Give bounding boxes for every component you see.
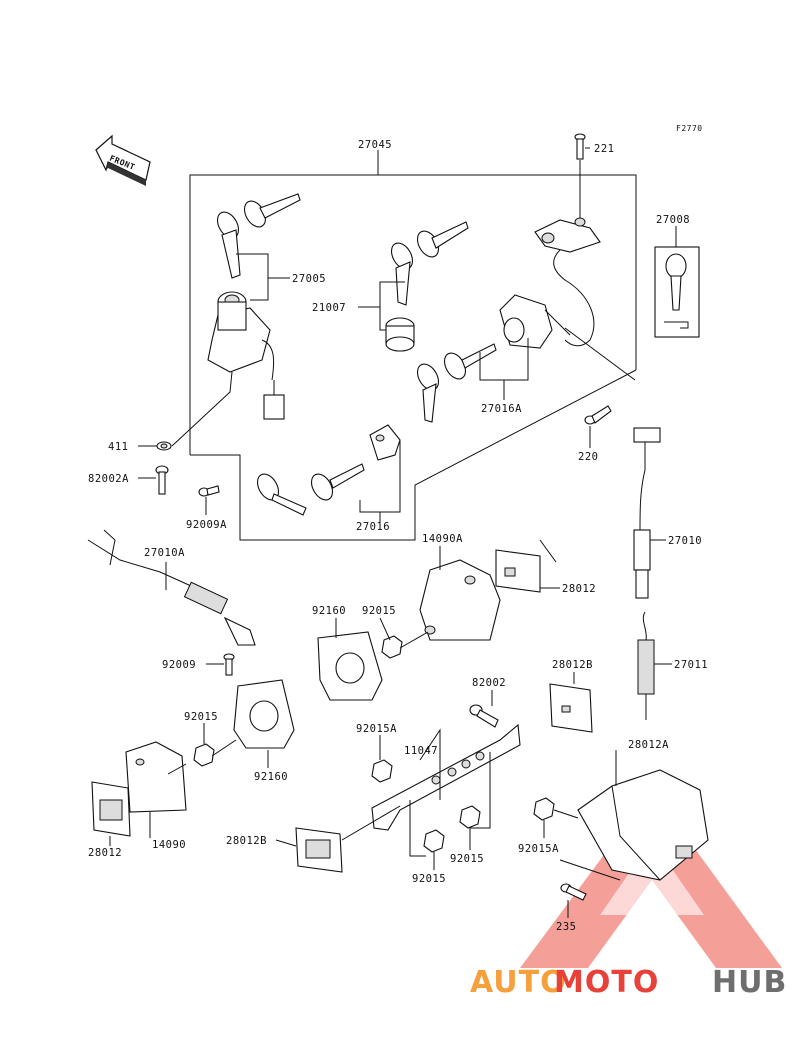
screw-221-icon	[574, 133, 586, 160]
watermark: AUTO MOTO HUB	[470, 965, 787, 1000]
label-92009: 92009	[162, 659, 196, 671]
screw-220-icon	[584, 405, 612, 425]
nut-92015a-right-icon	[533, 797, 555, 821]
label-14090A: 14090A	[422, 533, 463, 545]
label-27045: 27045	[358, 139, 392, 151]
nut-92015a-left-icon	[371, 759, 393, 783]
label-28012-bottom: 28012	[88, 847, 122, 859]
switch-27010-icon	[633, 427, 661, 599]
label-92015A-left: 92015A	[356, 723, 397, 735]
bolt-82002-icon	[469, 704, 499, 728]
bracket-14090-icon	[125, 741, 187, 813]
spring-27011-icon	[637, 611, 655, 720]
label-221: 221	[594, 143, 614, 155]
screw-235-icon	[560, 883, 587, 901]
label-82002A: 82002A	[88, 473, 129, 485]
label-411: 411	[108, 441, 128, 453]
leader-lines	[109, 147, 677, 918]
cable-27010a-icon	[87, 529, 256, 646]
label-82002: 82002	[472, 677, 506, 689]
screw-92009-icon	[223, 653, 235, 676]
label-92015-bottom: 92015	[412, 873, 446, 885]
key-27016-icon	[256, 424, 401, 516]
label-27010A: 27010A	[144, 547, 185, 559]
damper-92160-b-icon	[233, 679, 295, 749]
key-27005-icon	[216, 193, 301, 279]
watermark-text-moto: MOTO	[554, 965, 659, 1000]
label-92015A-right: 92015A	[518, 843, 559, 855]
label-92160-top: 92160	[312, 605, 346, 617]
watermark-text-hub: HUB	[712, 965, 787, 1000]
label-220: 220	[578, 451, 598, 463]
washer-411-icon	[156, 441, 172, 451]
nut-92015-c-icon	[423, 829, 445, 853]
nut-92015-icon	[381, 635, 403, 659]
part-labels: 27045 221 27008 27005 21007 27016A 411 8…	[88, 139, 708, 933]
screw-82002a-icon	[155, 465, 169, 495]
pad-28012b-top-icon	[549, 683, 593, 733]
nut-92015-d-icon	[459, 805, 481, 829]
ignition-switch-icon	[207, 291, 285, 420]
label-92015-mid: 92015	[450, 853, 484, 865]
label-92160-bottom: 92160	[254, 771, 288, 783]
label-92015-top: 92015	[362, 605, 396, 617]
label-21007: 21007	[312, 302, 346, 314]
damper-92160-icon	[317, 631, 383, 701]
key-27016a-icon	[416, 343, 497, 423]
assembly-frame	[189, 150, 637, 541]
bracket-14090a-icon	[419, 559, 501, 641]
label-27010: 27010	[668, 535, 702, 547]
label-27008: 27008	[656, 214, 690, 226]
label-28012A: 28012A	[628, 739, 669, 751]
label-14090: 14090	[152, 839, 186, 851]
lock-bracket-icon	[534, 217, 601, 347]
pad-28012-b-icon	[91, 781, 131, 837]
front-arrow-icon: FRONT	[95, 134, 151, 186]
label-92009A: 92009A	[186, 519, 227, 531]
label-11047: 11047	[404, 745, 438, 757]
pad-28012b-bottom-icon	[295, 827, 343, 873]
label-28012B-top: 28012B	[552, 659, 593, 671]
label-28012B-bottom: 28012B	[226, 835, 267, 847]
label-28012-top: 28012	[562, 583, 596, 595]
lock-cylinder-icon	[385, 317, 415, 352]
cover-28012a-icon	[577, 769, 709, 881]
screw-92009a-icon	[198, 485, 220, 497]
bracket-11047-icon	[371, 723, 521, 831]
label-27016A: 27016A	[481, 403, 522, 415]
label-27005: 27005	[292, 273, 326, 285]
pad-28012-icon	[495, 549, 541, 593]
diagram-code: F2770	[676, 124, 703, 133]
label-27016: 27016	[356, 521, 390, 533]
seat-lock-icon	[499, 294, 571, 349]
nut-92015-b-icon	[193, 743, 215, 767]
label-27011: 27011	[674, 659, 708, 671]
label-92015-left: 92015	[184, 711, 218, 723]
watermark-text-auto: AUTO	[470, 965, 567, 1000]
label-235: 235	[556, 921, 576, 933]
key-21007-icon	[390, 221, 469, 306]
key-27008-icon	[654, 246, 700, 338]
